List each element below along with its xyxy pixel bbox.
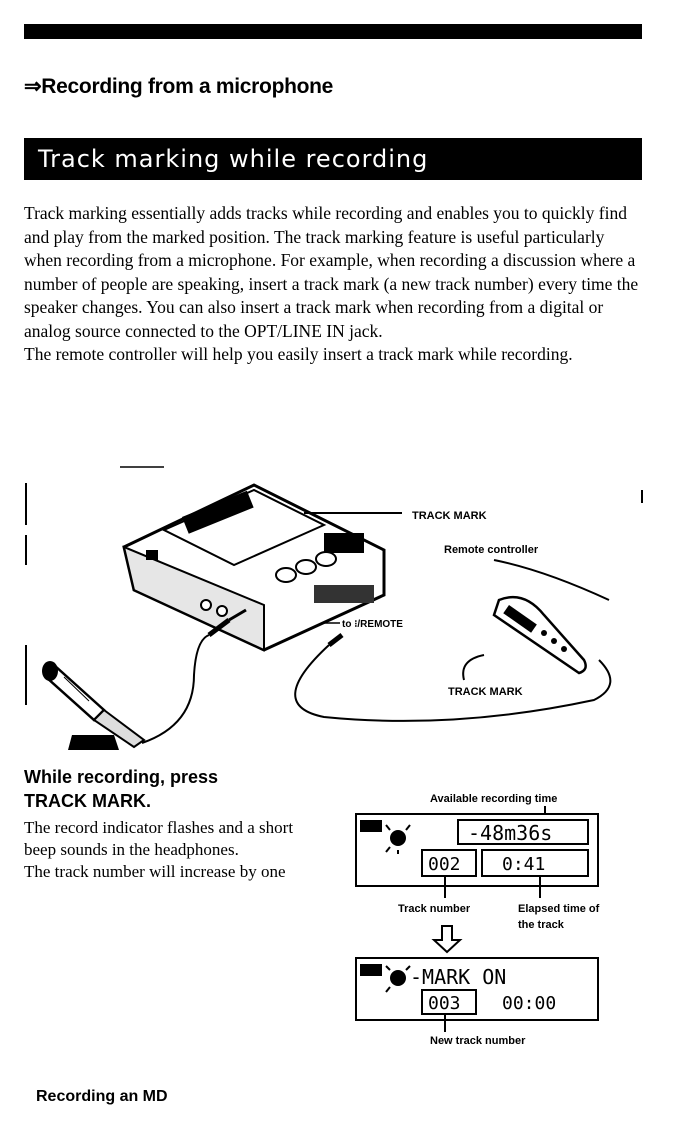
section-title: ⇒Recording from a microphone: [24, 75, 334, 98]
microphone-icon: [42, 661, 146, 750]
elapsed-time-label-1: Elapsed time of: [518, 903, 600, 915]
track-number-label: Track number: [398, 903, 471, 915]
intro-paragraph-2: The remote controller will help you easi…: [24, 344, 573, 364]
new-elapsed-time-value: 00:00: [502, 993, 556, 1014]
arrow-down-icon: [431, 925, 463, 954]
intro-paragraph-1: Track marking essentially adds tracks wh…: [24, 203, 639, 341]
step-body: The record indicator flashes and a short…: [24, 817, 324, 883]
track-mark-label-top: TRACK MARK: [412, 510, 487, 522]
record-indicator-icon: [385, 824, 411, 854]
step-body-2: The track number will increase by one: [24, 862, 286, 881]
new-track-number-value: 003: [428, 993, 461, 1014]
banner-title: Track marking while recording: [24, 138, 642, 180]
remote-controller-icon: [492, 595, 587, 675]
record-indicator-flash-icon: [385, 965, 411, 993]
intro-text: Track marking essentially adds tracks wh…: [24, 202, 642, 367]
footer-label: Recording an MD: [36, 1088, 168, 1105]
remaining-time-value: -48m36s: [468, 821, 552, 845]
track-number-value: 002: [428, 854, 461, 875]
lcd-display-after: -MARK ON 003 00:00: [355, 957, 599, 1021]
remote-jack-label: to ⁝/REMOTE: [342, 619, 403, 630]
elapsed-time-value: 0:41: [502, 854, 545, 875]
step-heading-line-2: TRACK MARK.: [24, 791, 151, 811]
step-body-1: The record indicator flashes and a short…: [24, 818, 294, 859]
available-time-label: Available recording time: [430, 793, 557, 805]
step-heading: While recording, press TRACK MARK.: [24, 765, 218, 813]
step-heading-line-1: While recording, press: [24, 767, 219, 787]
mark-on-message: -MARK ON: [410, 965, 506, 989]
track-mark-label-bottom: TRACK MARK: [448, 686, 523, 698]
device-illustration: TRACK MARK Remote controller to ⁝/REMOTE…: [25, 466, 643, 750]
md-recorder-icon: [122, 483, 386, 652]
lcd-diagram: Available recording time -48m36s 002 0:4…: [355, 793, 600, 1047]
remote-controller-label: Remote controller: [444, 544, 539, 556]
new-track-number-label: New track number: [430, 1035, 526, 1047]
top-rule: [24, 24, 642, 39]
lcd-display-before: -48m36s 002 0:41: [355, 813, 599, 887]
elapsed-time-label-2: the track: [518, 919, 565, 931]
